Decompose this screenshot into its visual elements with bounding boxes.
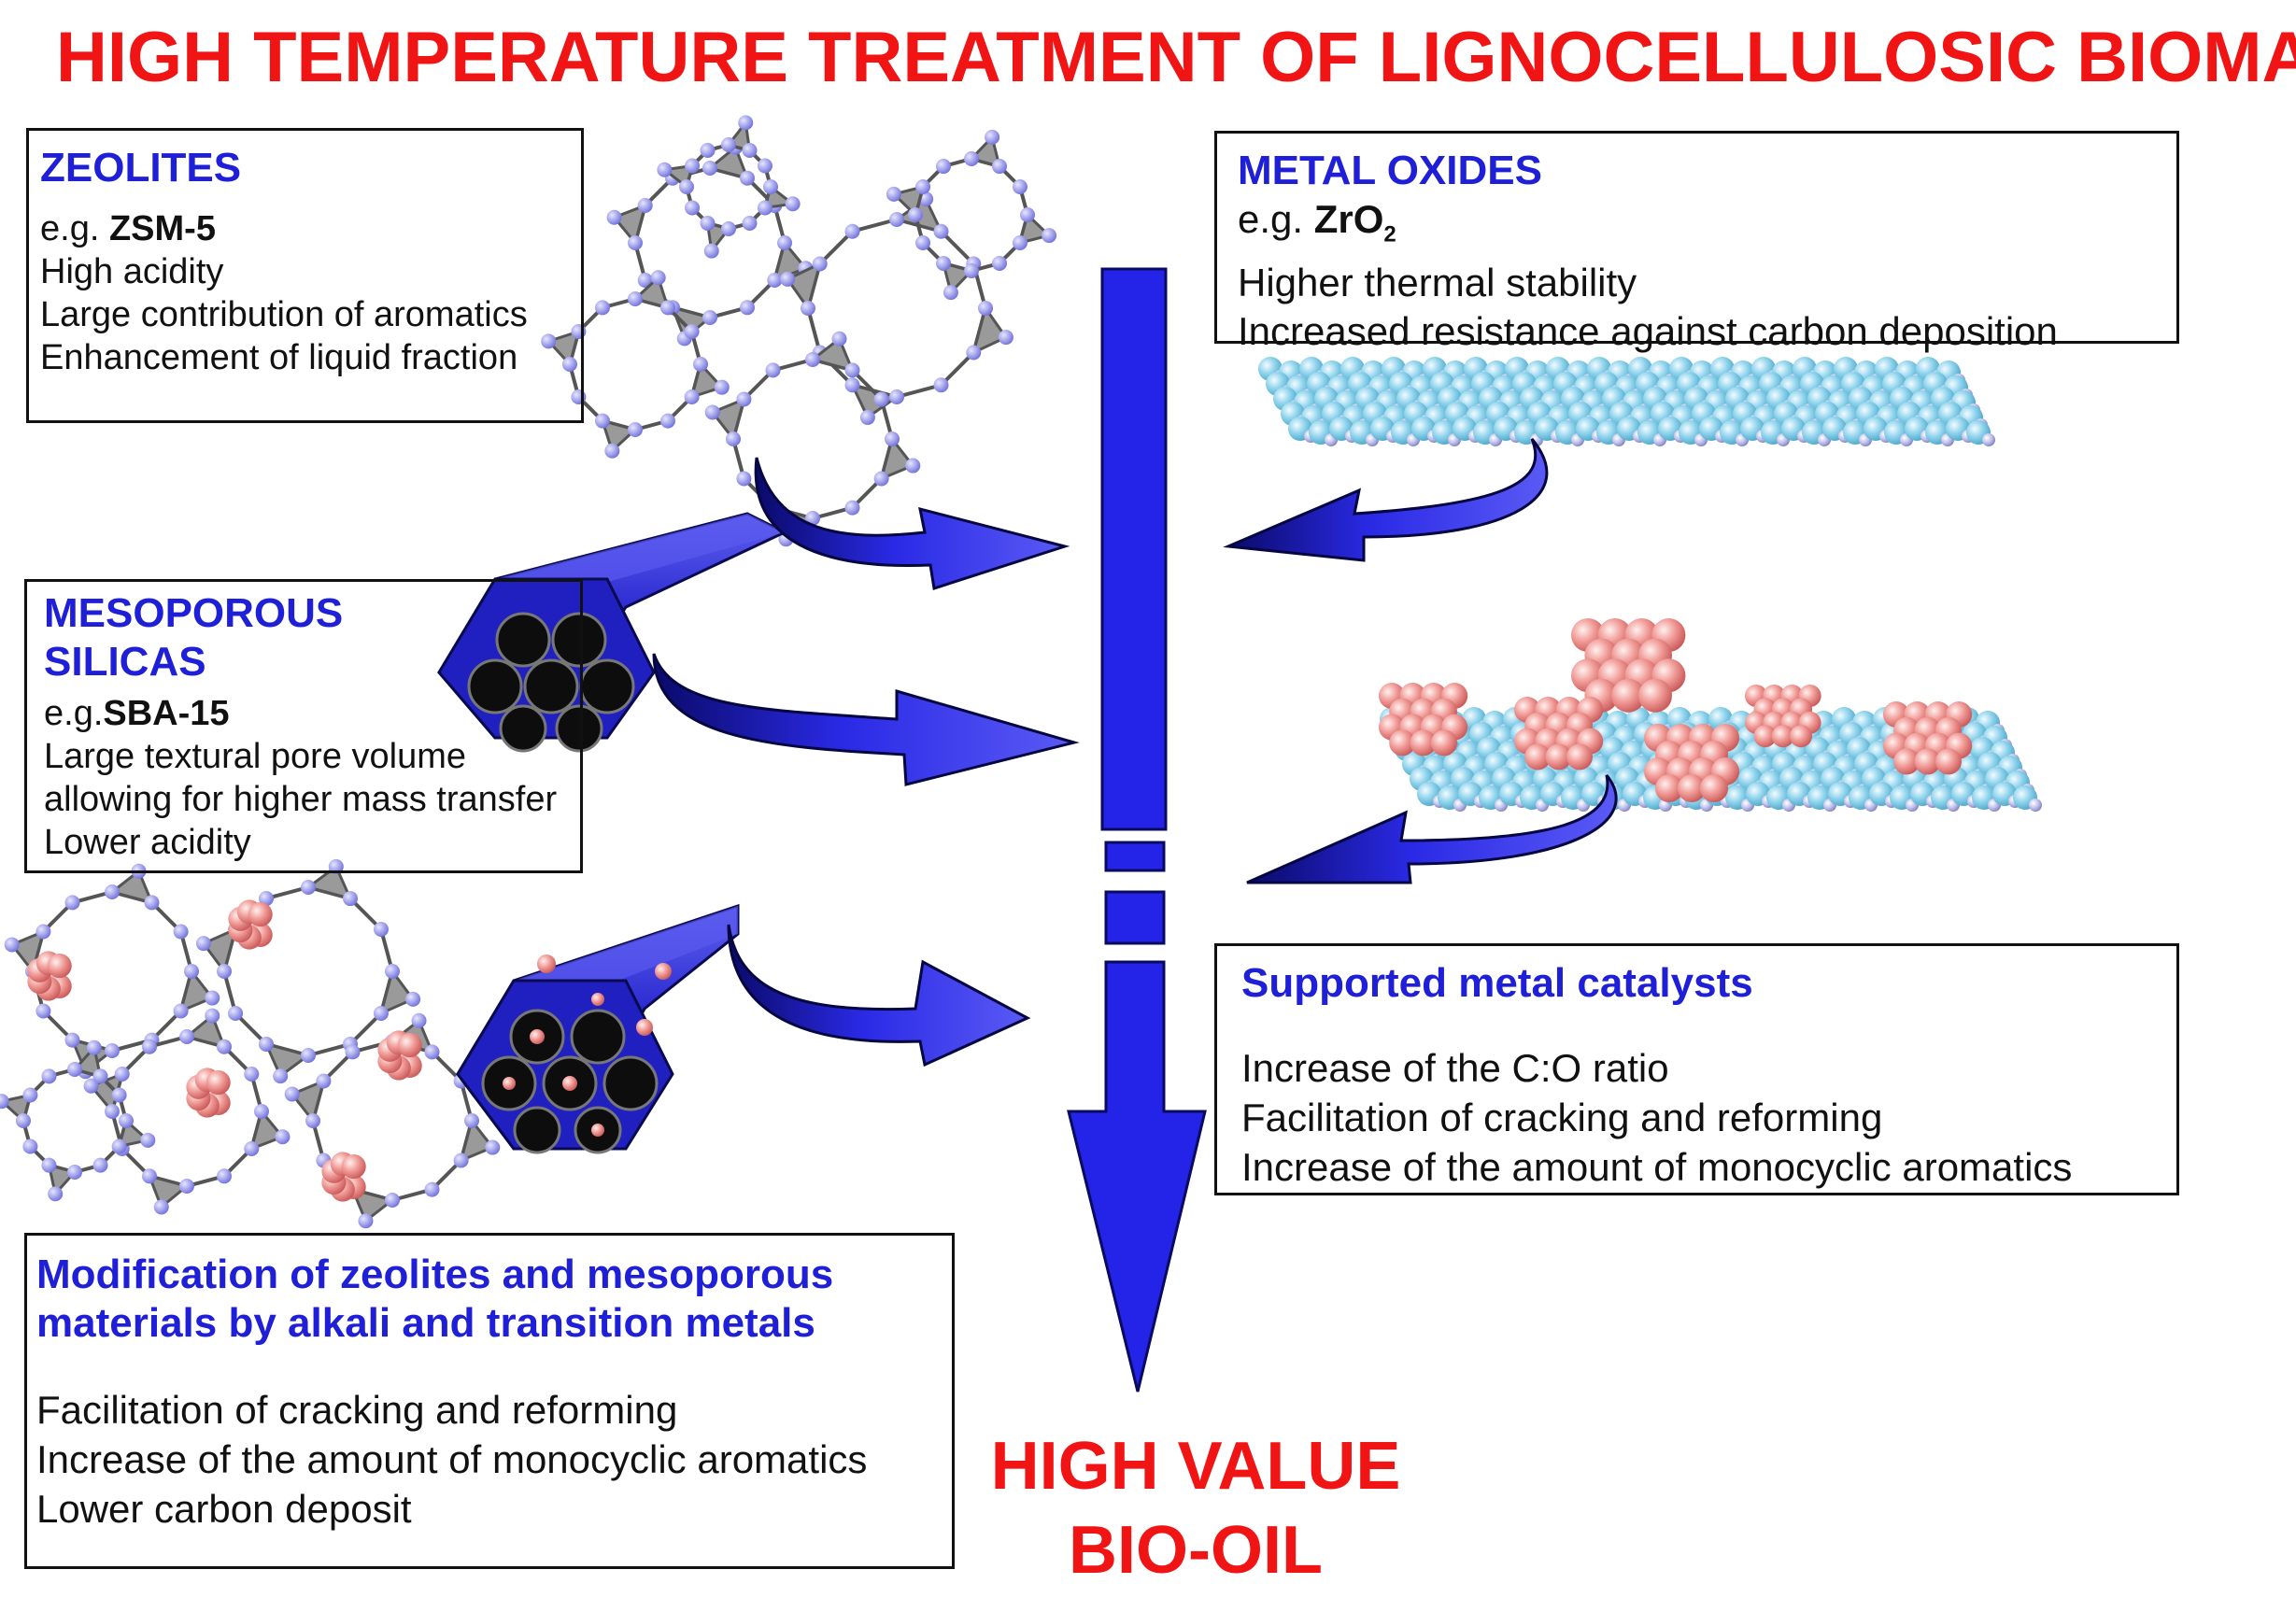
main-process-down-arrow xyxy=(1067,267,1207,1393)
mesoporous-example-prefix: e.g. xyxy=(44,694,104,733)
metal-oxides-example-prefix: e.g. xyxy=(1238,197,1314,241)
supported-metal-line: Increase of the amount of monocyclic aro… xyxy=(1241,1145,2073,1189)
metal-oxide-to-process-arrow xyxy=(1223,438,1549,562)
metal-modified-zeolite-illustration xyxy=(0,858,501,1229)
modified-materials-to-process-arrow xyxy=(727,924,1031,1068)
zeolites-line: High acidity xyxy=(40,252,224,291)
zeolites-box: ZEOLITES e.g. ZSM-5 High acidity Large c… xyxy=(26,128,584,423)
modification-heading: materials by alkali and transition metal… xyxy=(36,1300,815,1346)
result-line: BIO-OIL xyxy=(1069,1513,1323,1588)
supported-metal-catalysts-box: Supported metal catalysts Increase of th… xyxy=(1214,943,2179,1195)
zeolite-to-process-arrow xyxy=(754,457,1070,590)
zeolites-example-prefix: e.g. xyxy=(40,209,109,248)
modification-line: Lower carbon deposit xyxy=(36,1487,412,1531)
modification-line: Increase of the amount of monocyclic aro… xyxy=(36,1437,868,1481)
result-line: HIGH VALUE xyxy=(990,1429,1401,1504)
mesoporous-line: allowing for higher mass transfer xyxy=(44,780,558,819)
supported-metal-line: Facilitation of cracking and reforming xyxy=(1241,1096,1883,1139)
mesoporous-heading: MESOPOROUS xyxy=(44,590,344,636)
modification-line: Facilitation of cracking and reforming xyxy=(36,1388,678,1432)
metal-modified-mesoporous-tubes xyxy=(456,903,740,1154)
zeolites-line: Large contribution of aromatics xyxy=(40,295,528,334)
mesoporous-to-process-arrow xyxy=(652,653,1080,786)
metal-oxides-line: Increased resistance against carbon depo… xyxy=(1238,309,2058,354)
metal-oxides-line: Higher thermal stability xyxy=(1238,261,1637,305)
metal-oxides-box: METAL OXIDES e.g. ZrO2 Higher thermal st… xyxy=(1214,131,2179,353)
zeolite-framework-illustration xyxy=(541,115,1057,547)
metal-oxides-example: ZrO xyxy=(1313,197,1384,241)
mesoporous-silicas-box: MESOPOROUS SILICAS e.g.SBA-15 Large text… xyxy=(24,579,583,873)
metal-oxides-example-subscript: 2 xyxy=(1383,221,1396,247)
zeolites-heading: ZEOLITES xyxy=(40,145,242,191)
metal-oxide-layer-illustration xyxy=(1258,357,1995,446)
zeolites-example: ZSM-5 xyxy=(108,209,216,248)
modification-box: Modification of zeolites and mesoporous … xyxy=(24,1233,955,1569)
mesoporous-silica-hexagonal-tubes xyxy=(437,512,788,753)
mesoporous-line: Lower acidity xyxy=(44,823,251,862)
supported-metal-layer-illustration xyxy=(1379,618,2042,812)
mesoporous-example: SBA-15 xyxy=(103,694,230,733)
zeolites-line: Enhancement of liquid fraction xyxy=(40,338,518,377)
diagram-title: HIGH TEMPERATURE TREATMENT OF LIGNOCELLU… xyxy=(56,18,2296,97)
metal-oxides-heading: METAL OXIDES xyxy=(1238,148,1542,193)
supported-metal-line: Increase of the C:O ratio xyxy=(1241,1046,1669,1090)
supported-metal-heading: Supported metal catalysts xyxy=(1241,960,1753,1006)
modification-heading: Modification of zeolites and mesoporous xyxy=(36,1251,834,1297)
mesoporous-line: Large textural pore volume xyxy=(44,737,467,776)
mesoporous-heading: SILICAS xyxy=(44,639,206,685)
supported-metal-to-process-arrow xyxy=(1246,774,1618,884)
result-label: HIGH VALUE BIO-OIL xyxy=(943,1424,1448,1592)
